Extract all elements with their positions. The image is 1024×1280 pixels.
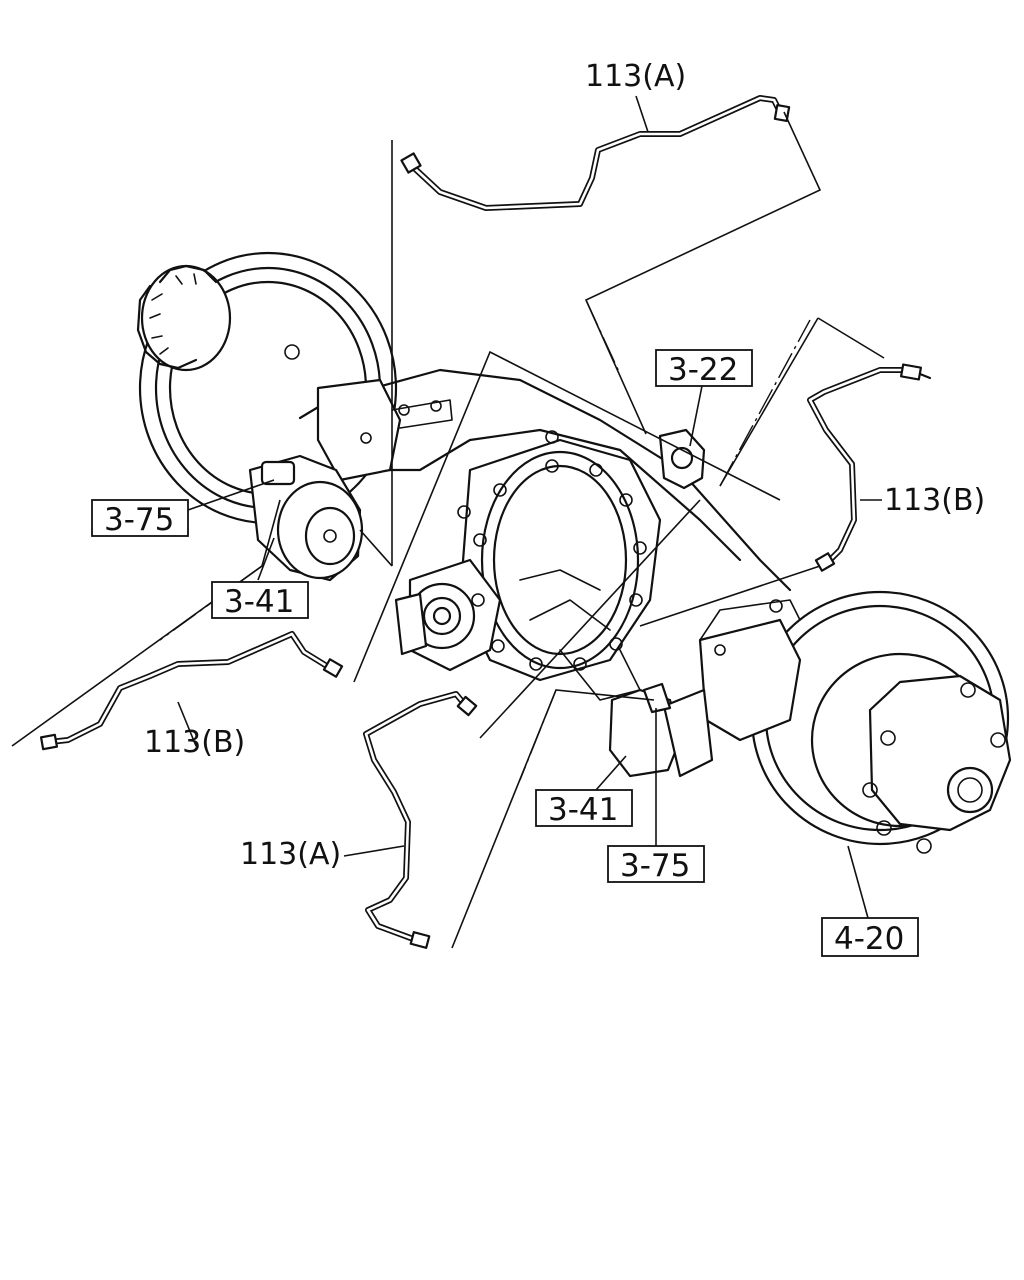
label-113a-lower: 113(A) (240, 837, 341, 872)
brake-pipe-113b-right (807, 363, 932, 572)
svg-text:4-20: 4-20 (834, 921, 904, 957)
carrier-bolts (457, 430, 647, 671)
svg-text:3-75: 3-75 (104, 502, 174, 538)
svg-text:3-22: 3-22 (668, 352, 738, 388)
svg-text:3-41: 3-41 (224, 584, 294, 620)
svg-text:3-41: 3-41 (548, 792, 618, 828)
label-leaders (177, 95, 882, 919)
svg-text:3-75: 3-75 (620, 848, 690, 884)
brake-pipe-113a-upper (400, 95, 791, 211)
label-3-75-right: 3-75 (607, 845, 705, 884)
label-113a-upper: 113(A) (585, 59, 686, 94)
connection-lines (11, 111, 885, 949)
right-wheel-hub-drum (698, 590, 1012, 854)
label-3-41-left: 3-41 (211, 581, 309, 620)
brake-pipe-113b-left (39, 631, 344, 751)
brake-pipe-113a-lower (363, 691, 478, 949)
label-113b-left: 113(B) (144, 725, 245, 760)
left-brake-chamber (248, 454, 364, 582)
relay-valve-body (658, 428, 706, 490)
label-3-41-right: 3-41 (535, 789, 633, 828)
right-brake-chamber (608, 682, 714, 778)
differential-carrier (394, 430, 662, 701)
label-3-22: 3-22 (655, 349, 753, 388)
wheel-studs (862, 682, 1006, 854)
label-3-75-left: 3-75 (91, 499, 189, 538)
label-113b-right: 113(B) (884, 483, 985, 518)
label-4-20: 4-20 (821, 917, 919, 957)
